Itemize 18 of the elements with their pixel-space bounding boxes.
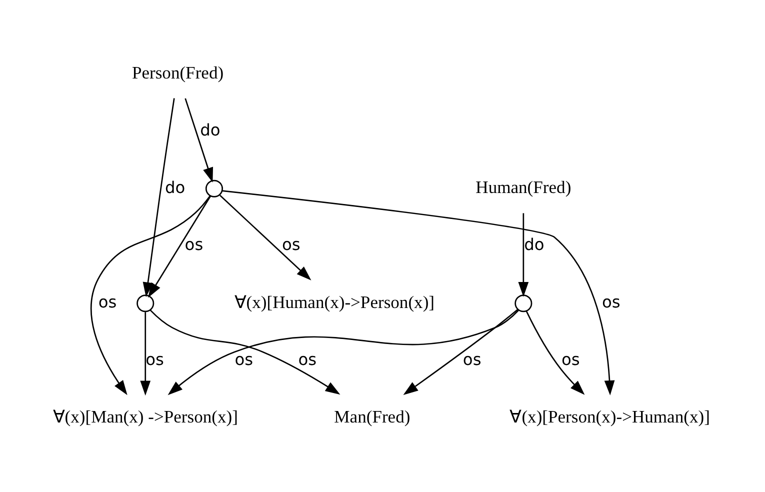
node-text: ∀(x)[Person(x)->Human(x)] [509, 406, 710, 427]
edge-label: os [298, 350, 316, 369]
edge-label: do [200, 120, 220, 140]
node-text: Man(Fred) [334, 406, 410, 427]
edge-label: os [234, 350, 253, 369]
edge-label: os [145, 350, 164, 369]
edge-label: os [282, 235, 300, 254]
edge-label: os [602, 292, 620, 312]
node-text: Person(Fred) [131, 62, 224, 82]
node-text: ∀(x)[Human(x)->Person(x)] [234, 292, 434, 312]
edge-label: do [164, 178, 185, 197]
edge-label: os [561, 350, 580, 369]
edge-label: os [98, 292, 116, 312]
edge-label: os [462, 350, 481, 369]
node-text: ∀(x)[Man(x) ->Person(x)] [52, 406, 238, 427]
edge-label: do [524, 235, 544, 254]
edge-label: os [184, 235, 203, 254]
node-text: Human(Fred) [475, 177, 571, 198]
